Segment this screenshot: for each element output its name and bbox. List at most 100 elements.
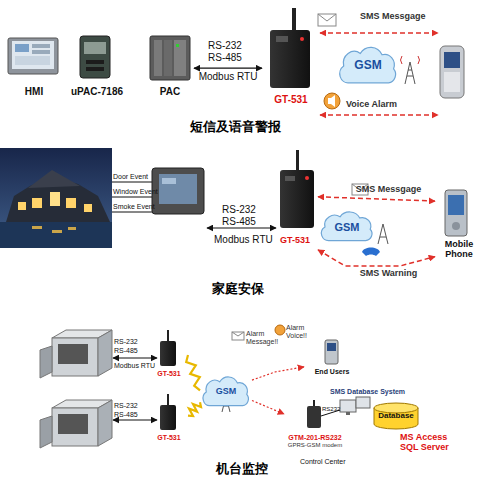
- machine-1: [52, 338, 98, 376]
- machine-1: [40, 346, 52, 378]
- signal-name: Modbus RTU: [114, 362, 155, 370]
- house-photo: [66, 198, 76, 208]
- signal-name: RS-485: [222, 216, 256, 227]
- gt531-device: [167, 330, 169, 342]
- gt531-device: [296, 150, 299, 172]
- node-label: End Users: [315, 368, 350, 376]
- cylinder-body: [374, 408, 418, 429]
- telephone-icon: [362, 248, 380, 257]
- node-label: uPAC-7186: [71, 86, 123, 97]
- mobile-phone: [444, 52, 460, 68]
- event-wires: [112, 182, 152, 183]
- touch-panel: [152, 168, 204, 214]
- node-label: GSM: [216, 387, 237, 397]
- node-label: GSM: [334, 221, 359, 233]
- gsm-tower: [378, 224, 388, 244]
- pda-phone: [445, 190, 467, 236]
- connector: [252, 401, 284, 415]
- hmi-screen: [8, 38, 58, 74]
- house-photo: [0, 222, 112, 248]
- signal-name: Modbus RTU: [214, 234, 273, 245]
- pac-controller: [150, 36, 190, 80]
- gt531-device: [280, 150, 314, 228]
- pac-controller: [174, 40, 186, 76]
- house-photo: [0, 148, 112, 248]
- pac-controller: [164, 40, 172, 76]
- touch-panel: [152, 168, 204, 214]
- signal-name: RS-485: [114, 347, 138, 355]
- machine-1: [98, 330, 112, 376]
- node-sublabel: GPRS-GSM modem: [288, 442, 342, 449]
- gt531-device: [292, 8, 296, 32]
- signal-name: RS-232: [114, 402, 138, 410]
- gt531-device: [270, 30, 310, 88]
- upac-module: [80, 36, 110, 78]
- edge-label: SMS Warning: [360, 269, 418, 279]
- cloud-outline: [203, 377, 248, 406]
- gsm-modem: [307, 400, 340, 428]
- machine-1: [58, 344, 88, 364]
- database-product: MS Access SQL Server: [400, 433, 466, 453]
- message-label: SMS Messgage: [360, 12, 426, 22]
- speaker-icon: [324, 93, 340, 109]
- text-stack: Mobile Phone: [435, 240, 483, 260]
- mobile-phone: [440, 46, 464, 98]
- wireless-link: [186, 355, 200, 390]
- hmi-screen: [15, 44, 29, 52]
- panel-caption: 短信及语音警报: [190, 120, 281, 134]
- hmi-screen: [8, 38, 58, 74]
- node-label: GT-531: [280, 236, 310, 246]
- gt531-device: [276, 36, 288, 42]
- signal-name: RS-232: [222, 204, 256, 215]
- edge-label: SMS Messgage: [356, 185, 422, 195]
- signal-name: RS-232: [208, 40, 242, 51]
- cloud-outline: [340, 47, 396, 82]
- modem-box: GT-531: [262, 6, 320, 108]
- gsm-modem: [307, 406, 321, 428]
- gt531-device: [285, 176, 295, 181]
- computer-monitors: [356, 397, 370, 408]
- speaker-icon: [324, 93, 340, 109]
- upac-module: [86, 67, 104, 71]
- sms-envelope: [232, 332, 244, 340]
- serial-arrow: [113, 358, 157, 359]
- gt531-device: [167, 394, 169, 406]
- alarm-note: Alarm Message!!: [246, 330, 282, 345]
- gt531-device: [270, 8, 310, 88]
- node-label: GSM: [354, 59, 381, 72]
- text-stack: PAC: [146, 86, 194, 97]
- connector: [252, 367, 304, 380]
- computer-monitors: [346, 412, 350, 415]
- sms-envelope: [318, 14, 336, 26]
- gt531-device: [280, 170, 314, 228]
- phone-box: Mobile Phone: [435, 190, 483, 264]
- gsm-tower: [405, 62, 415, 84]
- mobile-phone: [444, 72, 460, 92]
- house-photo: [68, 227, 76, 230]
- sms-envelope: [232, 332, 244, 340]
- device-box: HMI: [6, 30, 62, 102]
- signal-name: RS-485: [114, 411, 138, 419]
- node-label: GT-531: [274, 94, 307, 105]
- house-photo: [0, 148, 112, 248]
- node-label: HMI: [25, 86, 43, 97]
- house-photo: [32, 198, 42, 208]
- hmi-screen: [32, 50, 50, 54]
- text-stack: GTM-201-RS232GPRS-GSM modem: [284, 434, 346, 448]
- wireless-link: [188, 402, 201, 416]
- connector: [194, 68, 262, 69]
- cloud-outline: [321, 212, 372, 241]
- gsm-cloud: GSM: [336, 45, 400, 87]
- node-label: GTM-201-RS232: [288, 434, 341, 442]
- gt531-device: [160, 330, 176, 366]
- pda-phone: [445, 190, 467, 236]
- gt531-device: [300, 37, 304, 41]
- hmi-screen: [15, 56, 50, 65]
- speaker-icon: [328, 95, 335, 107]
- text-stack: GSM: [200, 375, 252, 409]
- machine-2: [40, 400, 112, 448]
- modem-box: GT-531: [150, 328, 188, 384]
- house-photo: [18, 202, 26, 210]
- signal-name: RS232: [322, 406, 340, 413]
- signal-name: RS-232: [114, 338, 138, 346]
